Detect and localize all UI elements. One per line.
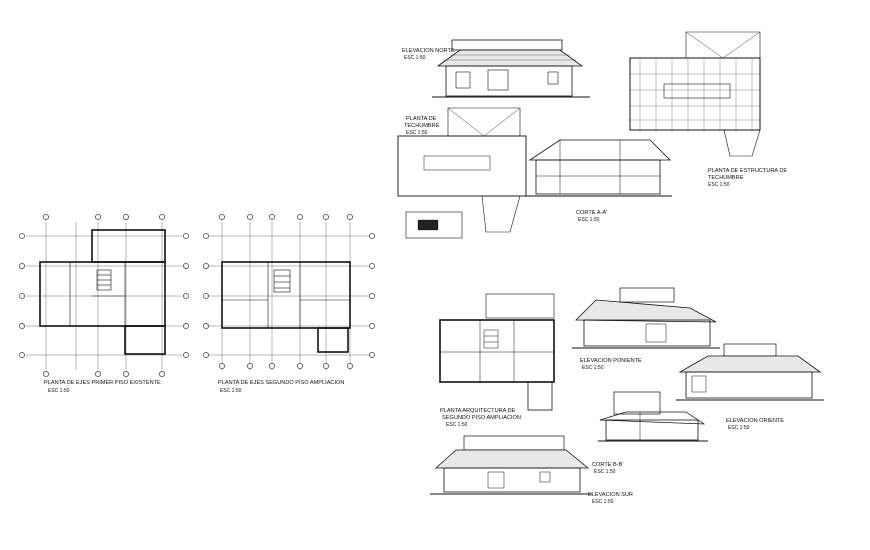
elev-norte-drawing bbox=[432, 39, 590, 98]
techumbre-title-1: PLANTA DE bbox=[406, 116, 437, 122]
elev-poniente-scale: ESC 1:50 bbox=[582, 365, 604, 371]
estructura-techumbre-drawing bbox=[629, 31, 761, 157]
estructura-techumbre-title-1: PLANTA DE ESTRUCTURA DE bbox=[708, 168, 787, 174]
techumbre-drawing bbox=[397, 107, 527, 239]
elev-norte-scale: ESC 1:50 bbox=[404, 55, 426, 61]
techumbre-scale: ESC 1:50 bbox=[406, 130, 428, 136]
corte-bb-drawing bbox=[598, 391, 708, 442]
plan-second-title: PLANTA DE EJES SEGUNDO PISO AMPLIACION bbox=[218, 380, 344, 386]
corte-aa-title: CORTE A-A' bbox=[576, 210, 607, 216]
corte-bb-title: CORTE B-B' bbox=[592, 462, 623, 468]
elev-poniente-drawing bbox=[572, 287, 720, 349]
corte-bb-scale: ESC 1:50 bbox=[594, 469, 616, 475]
plan-existing-scale: ESC 1:50 bbox=[48, 388, 70, 394]
techumbre-title-2: TECHUMBRE bbox=[404, 123, 440, 129]
planta-arq-scale: ESC 1:50 bbox=[446, 422, 468, 428]
elev-sur-drawing bbox=[430, 435, 592, 495]
estructura-techumbre-title-2: TECHUMBRE bbox=[708, 175, 744, 181]
corte-aa-scale: ESC 1:50 bbox=[578, 217, 600, 223]
elev-oriente-title: ELEVACION ORIENTE bbox=[726, 418, 784, 424]
planta-arq-drawing bbox=[439, 293, 555, 411]
plan-second-scale: ESC 1:50 bbox=[220, 388, 242, 394]
elev-poniente-title: ELEVACION PONIENTE bbox=[580, 358, 642, 364]
plan-second-drawing bbox=[203, 214, 375, 370]
axis-bubbles bbox=[19, 214, 189, 377]
corte-aa-drawing bbox=[524, 139, 672, 197]
elev-oriente-scale: ESC 1:50 bbox=[728, 425, 750, 431]
planta-arq-title-1: PLANTA ARQUITECTURA DE bbox=[440, 408, 516, 414]
plan-existing-drawing bbox=[19, 214, 189, 377]
planta-arq-title-2: SEGUNDO PISO AMPLIACION bbox=[442, 415, 521, 421]
walls bbox=[39, 229, 166, 355]
plan-existing-title: PLANTA DE EJES PRIMER PISO EXISTENTE bbox=[44, 380, 161, 386]
elev-oriente-drawing bbox=[676, 343, 824, 401]
elev-sur-title: ELEVACION SUR bbox=[588, 492, 633, 498]
elev-norte-title: ELEVACION NORTE bbox=[402, 48, 455, 54]
estructura-techumbre-scale: ESC 1:50 bbox=[708, 182, 730, 188]
elev-sur-scale: ESC 1:50 bbox=[592, 499, 614, 505]
